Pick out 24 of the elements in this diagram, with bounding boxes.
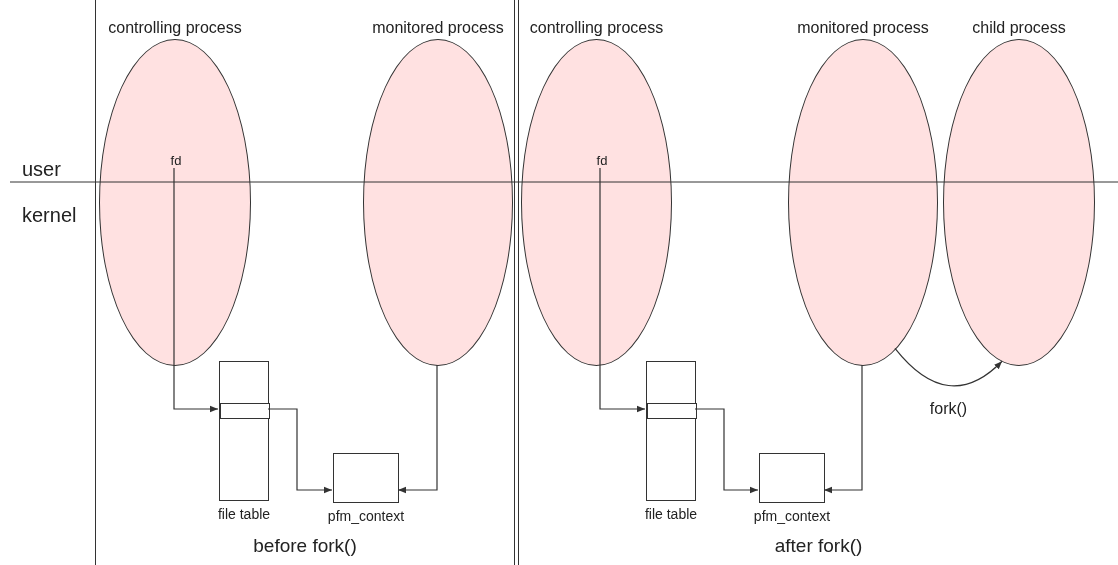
arrow [823, 364, 863, 494]
arrow [397, 364, 438, 494]
process-name: monitored process [796, 19, 930, 37]
table-label: file table [216, 506, 272, 522]
arrow [894, 347, 1003, 387]
table-label: file table [643, 506, 699, 522]
diagram-panel [95, 0, 515, 565]
panel-caption: before fork() [252, 535, 358, 557]
context-label: pfm_context [752, 508, 832, 524]
process-name: controlling process [107, 19, 243, 37]
arrow [173, 167, 219, 413]
arrow [267, 408, 333, 494]
panel-caption: after fork() [773, 535, 864, 557]
process-name: controlling process [528, 19, 665, 37]
context-label: pfm_context [326, 508, 406, 524]
process-name: monitored process [371, 19, 505, 37]
fd-label: fd [166, 152, 186, 170]
table-entry [220, 403, 270, 419]
arrow [694, 408, 759, 494]
arrow [599, 167, 646, 413]
table-entry [647, 403, 697, 419]
layer-label: user [22, 158, 61, 181]
fd-label: fd [592, 152, 612, 170]
layer-label: kernel [22, 204, 77, 227]
